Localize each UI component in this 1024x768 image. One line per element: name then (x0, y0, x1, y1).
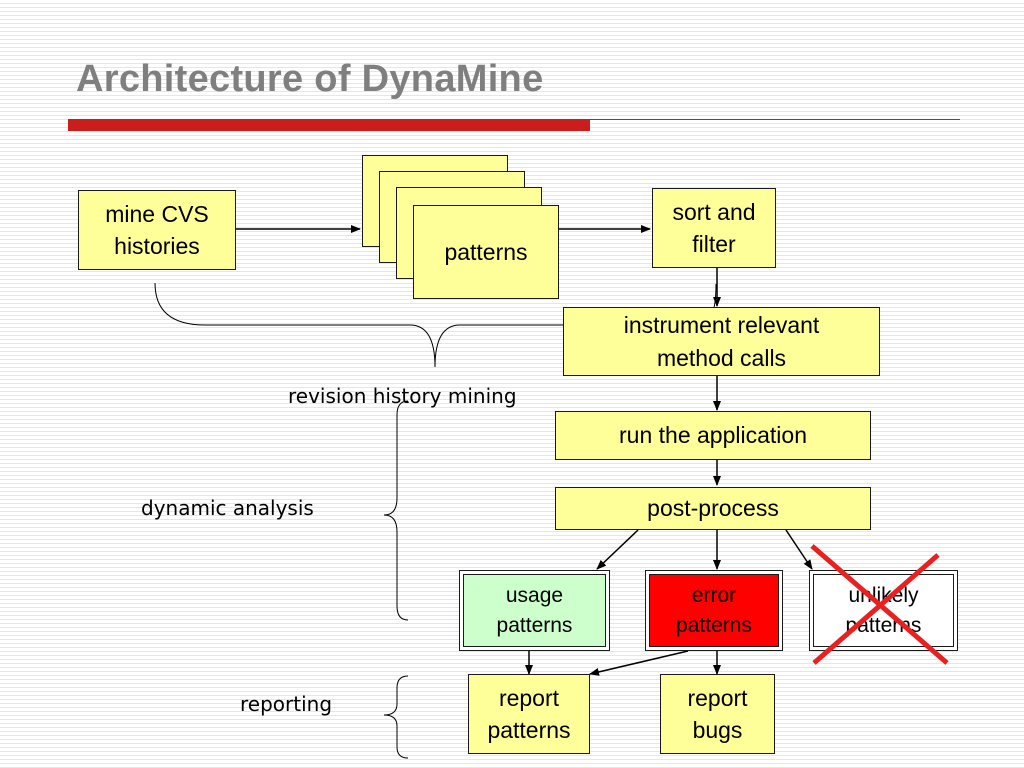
arrow-post-to-unlikely (785, 529, 813, 570)
node-usage-line1: usage (505, 584, 564, 608)
title-rule-thick (68, 119, 590, 131)
label-dynamic-analysis: dynamic analysis (141, 496, 314, 520)
node-report-patterns-line1: report (498, 684, 560, 711)
slide-title: Architecture of DynaMine (76, 58, 544, 100)
node-report-patterns-line2: patterns (487, 717, 571, 743)
node-error-line1: error (691, 584, 737, 608)
node-mine-cvs-histories: mine CVS histories (78, 190, 236, 270)
title-rule-thin (590, 119, 960, 120)
label-revision-history-mining: revision history mining (288, 384, 517, 408)
brace-reporting (383, 675, 409, 759)
node-unlikely-line2: patterns (845, 613, 922, 637)
node-unlikely-line1: unlikely (848, 584, 919, 608)
node-error-patterns: error patterns (645, 570, 783, 651)
node-report-bugs: report bugs (660, 674, 775, 754)
node-sort-and-filter: sort and filter (652, 188, 776, 268)
node-sort-line2: filter (692, 231, 736, 257)
node-report-bugs-line1: report (687, 684, 748, 711)
node-post-process: post-process (555, 487, 871, 530)
label-reporting: reporting (240, 692, 333, 716)
node-report-bugs-line2: bugs (692, 717, 743, 743)
node-mine-cvs-line2: histories (114, 233, 200, 259)
node-sort-line1: sort and (672, 198, 756, 225)
node-usage-patterns-inner: usage patterns (463, 574, 606, 647)
node-patterns-label: patterns (444, 238, 528, 265)
arrow-post-to-usage (596, 529, 639, 570)
node-post-process-label: post-process (647, 495, 779, 522)
node-unlikely-patterns-inner: unlikely patterns (813, 574, 954, 647)
node-instrument-method-calls: instrument relevant method calls (563, 307, 880, 376)
node-run-the-application: run the application (555, 411, 871, 460)
arrow-error-to-report-patterns (589, 650, 689, 676)
node-instrument-line2: method calls (656, 344, 787, 371)
node-usage-patterns: usage patterns (459, 570, 610, 651)
node-patterns: patterns (413, 205, 559, 299)
node-error-line2: patterns (676, 613, 752, 637)
node-report-patterns: report patterns (468, 674, 590, 754)
node-mine-cvs-line1: mine CVS (105, 200, 209, 227)
node-unlikely-patterns: unlikely patterns (809, 570, 958, 651)
node-usage-line2: patterns (496, 613, 573, 637)
node-error-patterns-inner: error patterns (649, 574, 779, 647)
brace-dynamic-analysis (383, 400, 409, 621)
node-run-label: run the application (619, 422, 807, 449)
node-instrument-line1: instrument relevant (623, 312, 820, 339)
